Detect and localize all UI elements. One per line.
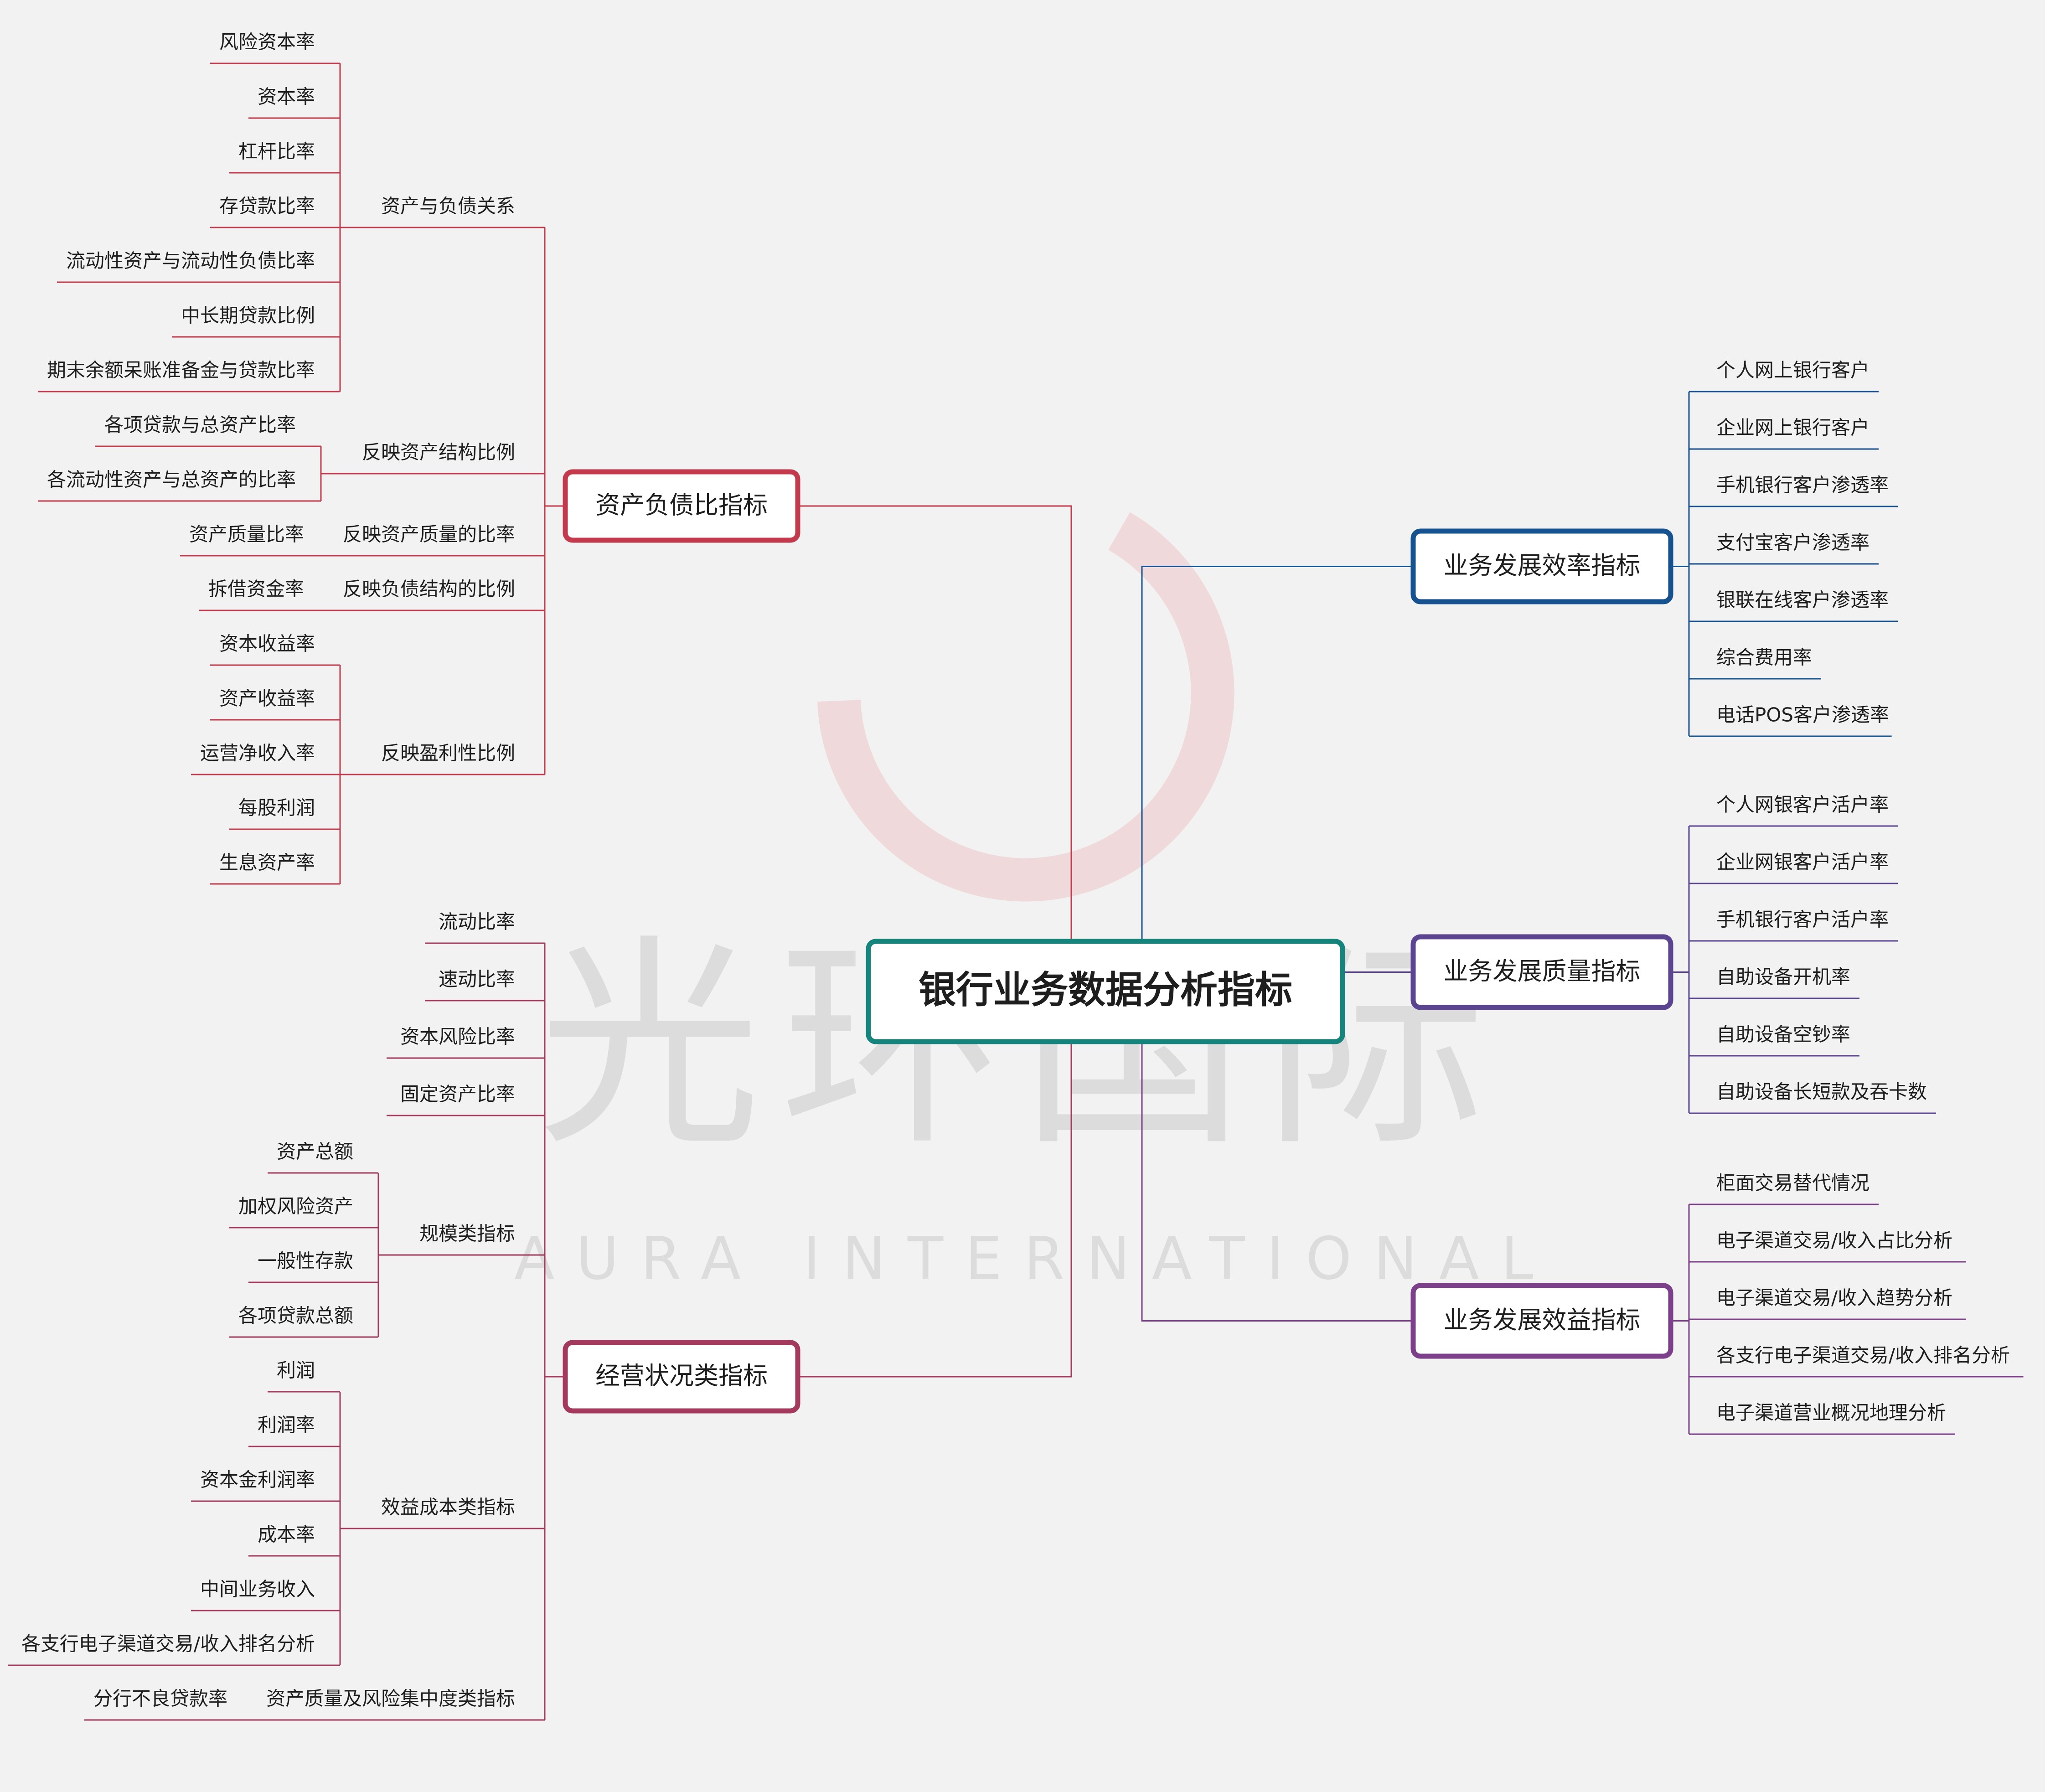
topic-0-group-0-leaf-2: 杠杆比率	[238, 140, 315, 163]
central-topic-box[interactable]	[866, 939, 1345, 1044]
nodes: 银行业务数据分析指标 资产与负债关系 风险资本率资本率杠杆比率存贷款比率流动性资产与…	[21, 31, 2010, 1710]
right-topic-1-leaf-4: 自助设备空钞率	[1716, 1023, 1850, 1046]
right-topic-0-leaf-2: 手机银行客户渗透率	[1716, 474, 1889, 496]
topic-1-root-connector	[798, 1042, 1072, 1378]
topic-0-group-1-leaf-0: 各项贷款与总资产比率	[104, 414, 296, 436]
right-topic-0-box[interactable]	[1410, 528, 1673, 604]
connector-lines	[8, 62, 2024, 1721]
topic-1-group-6-leaf-0: 分行不良贷款率	[93, 1688, 227, 1710]
right-topic-0-leaf-5: 综合费用率	[1716, 646, 1812, 669]
right-topic-1-box[interactable]	[1410, 934, 1673, 1010]
watermark-en-text: AURA INTERNATIONAL	[514, 1225, 1555, 1293]
right-topic-0-leaf-4: 银联在线客户渗透率	[1716, 589, 1889, 611]
topic-1-group-4-leaf-3: 各项贷款总额	[238, 1305, 353, 1327]
topic-0-group-4-leaf-4: 生息资产率	[219, 852, 315, 874]
topic-1-group-4-leaf-1: 加权风险资产	[238, 1195, 353, 1218]
topic-0-group-0-label: 资产与负债关系	[381, 195, 515, 217]
topic-0-group-0-leaf-6: 期末余额呆账准备金与贷款比率	[47, 359, 315, 382]
topic-1-group-5-leaf-1: 利润率	[258, 1414, 315, 1436]
right-topic-1-leaf-1: 企业网银客户活户率	[1716, 851, 1889, 873]
topic-1-group-5-leaf-5: 各支行电子渠道交易/收入排名分析	[21, 1633, 315, 1655]
right-topic-0-label: 业务发展效率指标	[1444, 551, 1641, 580]
topic-0-group-4-leaf-3: 每股利润	[238, 797, 315, 819]
right-topic-0-leaf-0: 个人网上银行客户	[1716, 359, 1869, 382]
right-topic-1-leaf-2: 手机银行客户活户率	[1716, 909, 1889, 931]
right-topic-2-leaf-2: 电子渠道交易/收入趋势分析	[1716, 1287, 1952, 1309]
topic-1-group-5-leaf-3: 成本率	[258, 1523, 315, 1546]
topic-0-group-0-leaf-4: 流动性资产与流动性负债比率	[66, 250, 315, 272]
topic-1-group-0-label: 流动比率	[439, 911, 515, 933]
right-topic-2-root-connector	[1141, 1042, 1413, 1322]
right-topic-2-leaf-4: 电子渠道营业概况地理分析	[1716, 1402, 1946, 1424]
right-topic-1-label: 业务发展质量指标	[1444, 957, 1641, 986]
right-topic-0-leaf-3: 支付宝客户渗透率	[1716, 532, 1869, 554]
topic-0-group-0-leaf-5: 中长期贷款比例	[181, 305, 315, 327]
topic-0-group-1-leaf-1: 各流动性资产与总资产的比率	[47, 469, 296, 491]
right-topic-0-leaf-6: 电话POS客户渗透率	[1716, 704, 1889, 726]
watermark-ring	[817, 484, 1234, 902]
topic-0-group-2-label: 反映资产质量的比率	[343, 523, 515, 546]
left-topic-1-label: 经营状况类指标	[595, 1362, 768, 1390]
topic-1-group-5-leaf-4: 中间业务收入	[200, 1578, 315, 1601]
topic-0-group-4-leaf-2: 运营净收入率	[200, 742, 315, 764]
topic-1-group-2-label: 资本风险比率	[400, 1026, 515, 1048]
topic-1-group-4-label: 规模类指标	[419, 1223, 515, 1245]
left-topic-0-label: 资产负债比指标	[595, 491, 768, 520]
right-topic-1-leaf-0: 个人网银客户活户率	[1716, 794, 1889, 816]
topic-0-group-4-label: 反映盈利性比例	[381, 742, 515, 764]
topic-0-group-4-leaf-1: 资产收益率	[219, 687, 315, 710]
topic-0-group-0-leaf-3: 存贷款比率	[219, 195, 315, 217]
topic-1-group-5-leaf-0: 利润	[277, 1359, 315, 1382]
topic-0-group-2-leaf-0: 资产质量比率	[189, 523, 304, 546]
topic-1-group-5-label: 效益成本类指标	[381, 1496, 515, 1518]
topic-0-group-0-leaf-0: 风险资本率	[219, 31, 315, 53]
right-topic-2-leaf-3: 各支行电子渠道交易/收入排名分析	[1716, 1344, 2010, 1367]
left-topic-1-box[interactable]	[563, 1340, 800, 1414]
topic-0-root-connector	[798, 505, 1072, 941]
topic-1-group-1-label: 速动比率	[439, 968, 515, 991]
right-topic-2-leaf-0: 柜面交易替代情况	[1716, 1172, 1869, 1194]
topic-0-group-0-leaf-1: 资本率	[258, 86, 315, 108]
right-topic-2-leaf-1: 电子渠道交易/收入占比分析	[1716, 1229, 1952, 1252]
right-topic-0-leaf-1: 企业网上银行客户	[1716, 417, 1869, 439]
topic-1-group-4-leaf-0: 资产总额	[277, 1141, 353, 1163]
topic-1-group-6-label: 资产质量及风险集中度类指标	[266, 1688, 515, 1710]
right-topic-1-leaf-3: 自助设备开机率	[1716, 966, 1850, 988]
topic-0-group-4-leaf-0: 资本收益率	[219, 633, 315, 655]
topic-1-group-5-leaf-2: 资本金利润率	[200, 1469, 315, 1491]
topic-0-group-3-leaf-0: 拆借资金率	[208, 578, 304, 600]
right-topic-2-label: 业务发展效益指标	[1444, 1306, 1641, 1334]
central-topic-title: 银行业务数据分析指标	[919, 968, 1292, 1012]
right-topic-0-root-connector	[1141, 566, 1413, 941]
right-topic-2-box[interactable]	[1410, 1283, 1673, 1359]
topic-0-group-1-label: 反映资产结构比例	[362, 441, 515, 464]
left-topic-0-box[interactable]	[563, 469, 800, 543]
topic-1-group-4-leaf-2: 一般性存款	[258, 1250, 353, 1272]
topic-0-group-3-label: 反映负债结构的比例	[343, 578, 515, 600]
right-topic-1-leaf-5: 自助设备长短款及吞卡数	[1716, 1081, 1927, 1103]
topic-1-group-3-label: 固定资产比率	[400, 1083, 515, 1105]
